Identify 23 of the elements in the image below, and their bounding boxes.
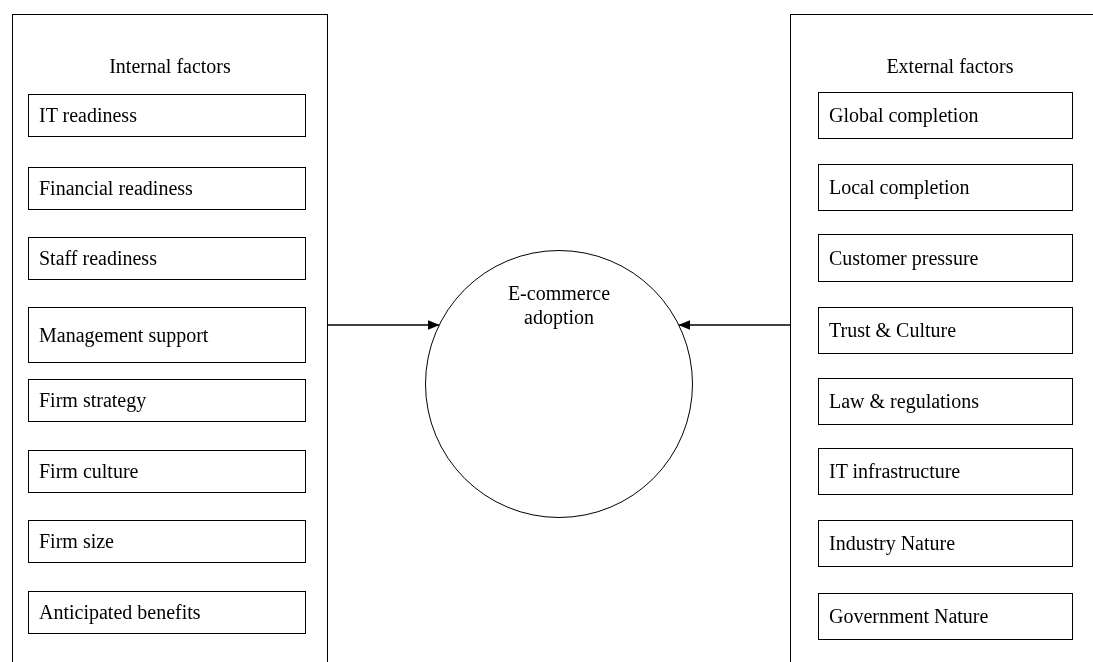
factor-box: Management support <box>28 307 306 363</box>
factor-box: Local completion <box>818 164 1073 211</box>
circle-label: E-commerce adoption <box>506 281 612 329</box>
arrow <box>327 320 440 330</box>
factor-group-panel <box>12 14 328 662</box>
factor-box: Trust & Culture <box>818 307 1073 354</box>
factor-box: Firm size <box>28 520 306 563</box>
factor-box: Anticipated benefits <box>28 591 306 634</box>
factor-box: Government Nature <box>818 593 1073 640</box>
factor-box: IT infrastructure <box>818 448 1073 495</box>
factor-box: Global completion <box>818 92 1073 139</box>
factor-box: Customer pressure <box>818 234 1073 282</box>
factor-group-panel <box>790 14 1093 662</box>
factor-box: Industry Nature <box>818 520 1073 567</box>
factor-box: Firm culture <box>28 450 306 493</box>
factor-box: IT readiness <box>28 94 306 137</box>
group-heading: Internal factors <box>108 55 232 78</box>
factor-box: Law & regulations <box>818 378 1073 425</box>
factor-box: Staff readiness <box>28 237 306 280</box>
factor-box: Financial readiness <box>28 167 306 210</box>
factor-box: Firm strategy <box>28 379 306 422</box>
group-heading: External factors <box>885 55 1015 78</box>
arrow <box>678 320 791 330</box>
